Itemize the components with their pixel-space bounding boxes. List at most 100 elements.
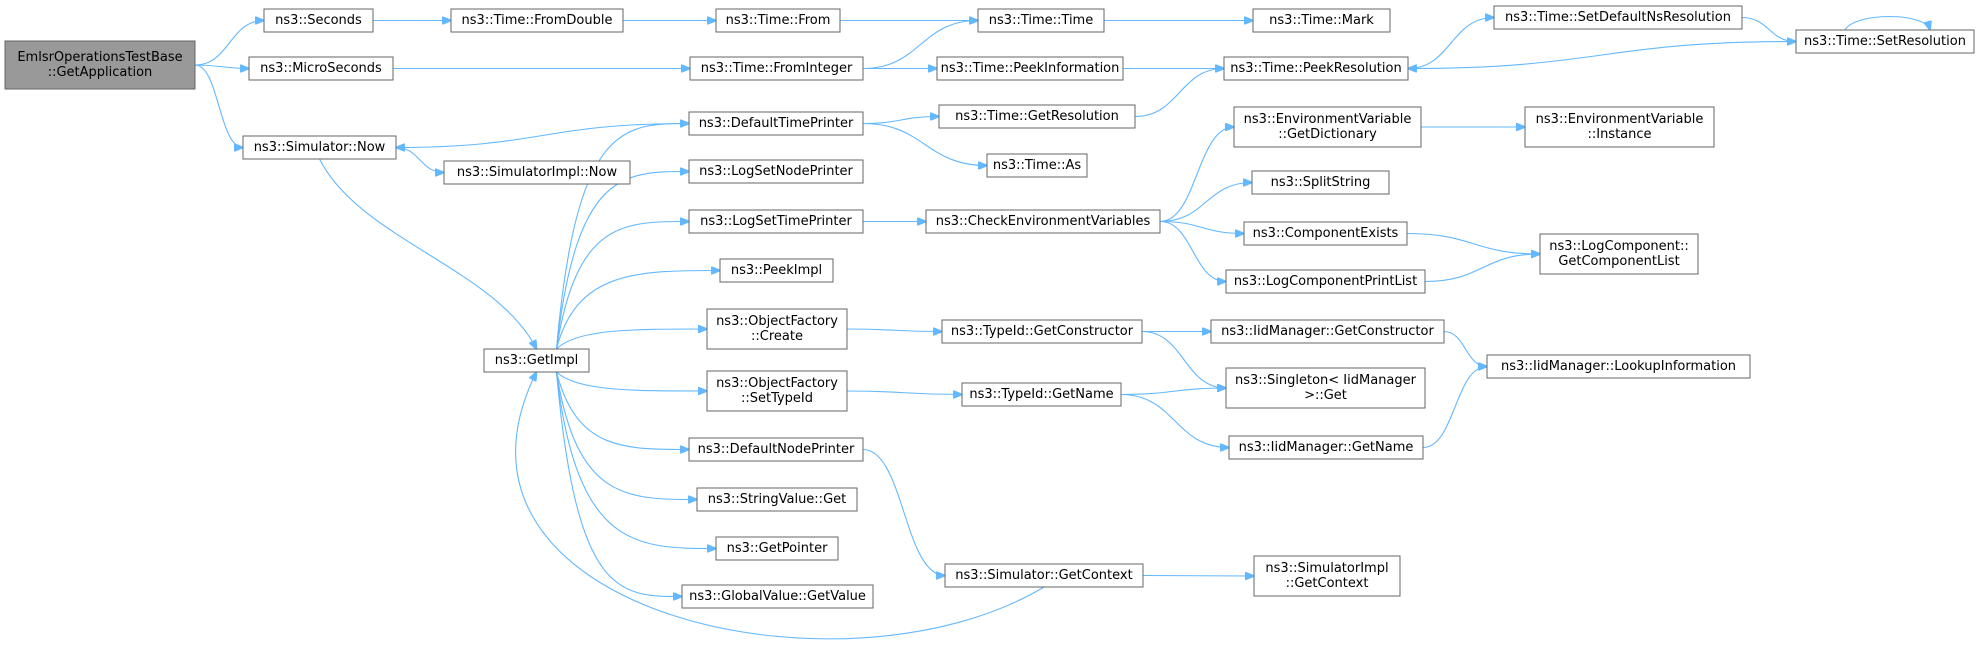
node-box[interactable] — [944, 563, 1144, 588]
node-box[interactable] — [715, 536, 839, 561]
node-box[interactable] — [706, 308, 848, 350]
edge-deftimeprinter-to-simnow — [396, 122, 690, 148]
node-box[interactable] — [242, 135, 397, 160]
node-seconds[interactable]: ns3::Seconds — [263, 8, 374, 33]
node-box[interactable] — [936, 56, 1124, 81]
node-setres[interactable]: ns3::Time::SetResolution — [1795, 29, 1975, 54]
nodes-layer: EmlsrOperationsTestBase::GetApplicationn… — [4, 5, 1975, 609]
node-defnodeprinter[interactable]: ns3::DefaultNodePrinter — [688, 437, 864, 462]
node-as[interactable]: ns3::Time::As — [986, 153, 1088, 178]
node-box[interactable] — [941, 319, 1143, 344]
node-iidgetctor[interactable]: ns3::IidManager::GetConstructor — [1210, 319, 1445, 344]
node-time[interactable]: ns3::Time::Time — [977, 8, 1105, 33]
edge-compexists-to-getcomplist — [1406, 232, 1540, 255]
node-box[interactable] — [696, 487, 858, 512]
node-mark[interactable]: ns3::Time::Mark — [1252, 8, 1391, 33]
node-label: >::Get — [1304, 388, 1347, 403]
node-simimplgetctx[interactable]: ns3::SimulatorImpl::GetContext — [1253, 555, 1401, 597]
node-getres[interactable]: ns3::Time::GetResolution — [938, 104, 1136, 129]
node-box[interactable] — [443, 160, 631, 185]
node-box[interactable] — [986, 153, 1088, 178]
node-box[interactable] — [1486, 354, 1751, 379]
node-peekimpl[interactable]: ns3::PeekImpl — [719, 258, 834, 283]
node-box[interactable] — [4, 40, 196, 90]
node-deftimeprinter[interactable]: ns3::DefaultTimePrinter — [688, 111, 864, 136]
node-peekinfo[interactable]: ns3::Time::PeekInformation — [936, 56, 1124, 81]
node-getimpl[interactable]: ns3::GetImpl — [483, 348, 590, 373]
edge-setres-to-peekres — [1408, 40, 1797, 69]
node-lookupinfo[interactable]: ns3::IidManager::LookupInformation — [1486, 354, 1751, 379]
node-root[interactable]: EmlsrOperationsTestBase::GetApplication — [4, 40, 196, 90]
node-box[interactable] — [961, 382, 1122, 407]
node-box[interactable] — [1493, 5, 1743, 30]
node-label: ns3::Time::Time — [989, 13, 1093, 28]
node-box[interactable] — [1233, 106, 1422, 148]
node-box[interactable] — [1223, 56, 1409, 81]
node-getpointer[interactable]: ns3::GetPointer — [715, 536, 839, 561]
node-box[interactable] — [938, 104, 1136, 129]
node-singletonget[interactable]: ns3::Singleton< IidManager >::Get — [1225, 367, 1426, 409]
node-box[interactable] — [719, 258, 834, 283]
node-envinst[interactable]: ns3::EnvironmentVariable::Instance — [1524, 106, 1715, 148]
node-setdefault[interactable]: ns3::Time::SetDefaultNsResolution — [1493, 5, 1743, 30]
node-box[interactable] — [1225, 269, 1426, 294]
node-label: ns3::Time::As — [993, 158, 1082, 173]
node-label: ns3::Singleton< IidManager — [1235, 373, 1417, 388]
node-logtimeprinter[interactable]: ns3::LogSetTimePrinter — [688, 209, 864, 234]
node-iidgetname[interactable]: ns3::IidManager::GetName — [1228, 435, 1424, 460]
node-label: ns3::GetImpl — [495, 353, 579, 368]
node-box[interactable] — [977, 8, 1105, 33]
node-getcomplist[interactable]: ns3::LogComponent::GetComponentList — [1539, 233, 1699, 275]
edge-getimpl-to-deftimeprinter — [555, 124, 690, 350]
node-box[interactable] — [1539, 233, 1699, 275]
node-ofsettypeid[interactable]: ns3::ObjectFactory::SetTypeId — [706, 370, 848, 412]
node-microseconds[interactable]: ns3::MicroSeconds — [248, 56, 394, 81]
node-splitstring[interactable]: ns3::SplitString — [1251, 170, 1390, 195]
node-box[interactable] — [925, 209, 1161, 234]
node-box[interactable] — [1524, 106, 1715, 148]
node-compexists[interactable]: ns3::ComponentExists — [1243, 221, 1408, 246]
node-simgetctx[interactable]: ns3::Simulator::GetContext — [944, 563, 1144, 588]
node-box[interactable] — [1243, 221, 1408, 246]
node-box[interactable] — [706, 370, 848, 412]
edge-simgetctx-to-simimplgetctx — [1142, 576, 1254, 577]
node-simimplnow[interactable]: ns3::SimulatorImpl::Now — [443, 160, 631, 185]
edge-tidgetctor-to-singletonget — [1141, 330, 1226, 389]
node-tidgetctor[interactable]: ns3::TypeId::GetConstructor — [941, 319, 1143, 344]
node-box[interactable] — [450, 8, 624, 33]
node-box[interactable] — [1225, 367, 1426, 409]
node-box[interactable] — [688, 209, 864, 234]
edge-iidgetname-to-lookupinfo — [1422, 367, 1487, 449]
node-lognodeprinter[interactable]: ns3::LogSetNodePrinter — [688, 159, 864, 184]
node-checkenv[interactable]: ns3::CheckEnvironmentVariables — [925, 209, 1161, 234]
node-box[interactable] — [681, 584, 874, 609]
node-box[interactable] — [1253, 555, 1401, 597]
node-from[interactable]: ns3::Time::From — [715, 8, 841, 33]
edge-setdefault-to-setres — [1741, 16, 1796, 42]
node-envdict[interactable]: ns3::EnvironmentVariable::GetDictionary — [1233, 106, 1422, 148]
node-box[interactable] — [688, 111, 864, 136]
node-box[interactable] — [688, 159, 864, 184]
node-box[interactable] — [1251, 170, 1390, 195]
node-box[interactable] — [1252, 8, 1391, 33]
node-box[interactable] — [248, 56, 394, 81]
node-ofcreate[interactable]: ns3::ObjectFactory::Create — [706, 308, 848, 350]
node-tidgetname[interactable]: ns3::TypeId::GetName — [961, 382, 1122, 407]
node-box[interactable] — [715, 8, 841, 33]
node-globalvalue[interactable]: ns3::GlobalValue::GetValue — [681, 584, 874, 609]
node-box[interactable] — [1210, 319, 1445, 344]
node-box[interactable] — [263, 8, 374, 33]
node-strvalget[interactable]: ns3::StringValue::Get — [696, 487, 858, 512]
node-peekres[interactable]: ns3::Time::PeekResolution — [1223, 56, 1409, 81]
node-frominteger[interactable]: ns3::Time::FromInteger — [689, 56, 864, 81]
node-logcompprint[interactable]: ns3::LogComponentPrintList — [1225, 269, 1426, 294]
node-box[interactable] — [1228, 435, 1424, 460]
node-box[interactable] — [688, 437, 864, 462]
edge-ofcreate-to-tidgetctor — [846, 329, 942, 332]
node-box[interactable] — [483, 348, 590, 373]
node-simnow[interactable]: ns3::Simulator::Now — [242, 135, 397, 160]
node-fromdouble[interactable]: ns3::Time::FromDouble — [450, 8, 624, 33]
node-label: ns3::DefaultTimePrinter — [699, 116, 854, 131]
node-box[interactable] — [689, 56, 864, 81]
node-box[interactable] — [1795, 29, 1975, 54]
